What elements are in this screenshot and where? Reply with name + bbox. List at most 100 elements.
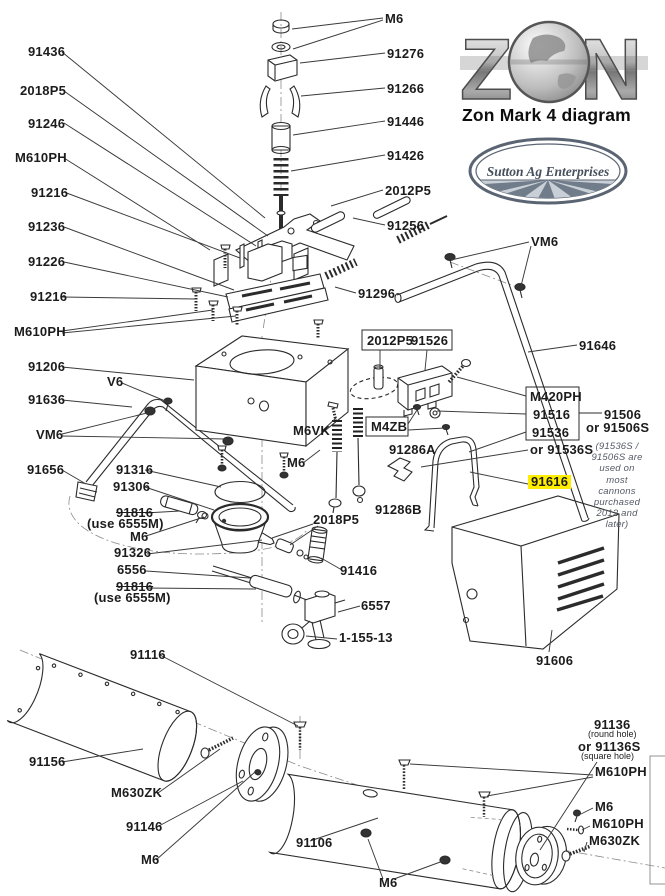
part-label-91266: 91266 [387, 81, 425, 96]
part-igniter-stack [259, 19, 301, 234]
part-label-m6: M6 [287, 455, 306, 470]
part-clip-91536s [386, 457, 413, 482]
part-label-m4zb: M4ZB [371, 419, 408, 434]
part-fasteners-bottom-right [561, 809, 592, 862]
part-label-m610ph: M610PH [592, 816, 644, 831]
zon-logo: Z N [459, 20, 648, 119]
part-label-m610ph: M610PH [595, 764, 647, 779]
part-right-hoop [394, 252, 590, 522]
part-label-or-91506s: or 91506S [586, 420, 650, 435]
part-label-or-91136s: or 91136S [578, 739, 641, 754]
part-screw-m6-barrel-2 [439, 855, 451, 865]
part-label-91536s-91506s-are-used-on-most-cannons-purchased-2012-and-later: (91536S / 91506S are used on most cannon… [591, 441, 643, 531]
part-label-91326: 91326 [114, 545, 152, 560]
part-label-square-hole: (square hole) [581, 751, 635, 761]
part-label-91226: 91226 [28, 254, 66, 269]
part-label-m6vk: M6VK [293, 423, 330, 438]
part-label-use-6555m: (use 6555M) [87, 516, 164, 531]
part-plates-and-screws [191, 239, 329, 338]
part-label-2012p5: 2012P5 [367, 333, 414, 348]
part-label-91316: 91316 [116, 462, 154, 477]
part-label-m610ph: M610PH [14, 324, 66, 339]
part-label-or-91536s: or 91536S [530, 442, 594, 457]
part-label-use-6555m: (use 6555M) [94, 590, 171, 605]
parts-line-art [6, 19, 665, 893]
label-boxes [361, 329, 602, 441]
sutton-ag-logo: Sutton Ag Enterprises [468, 137, 628, 205]
part-label-91306: 91306 [113, 479, 151, 494]
part-venturi-and-valve [211, 565, 346, 650]
part-label-91286a: 91286A [389, 442, 436, 457]
part-label-91136: 91136 [594, 717, 631, 732]
part-label-1-155-13: 1-155-13 [339, 630, 393, 645]
part-label-2012p5: 2012P5 [385, 183, 432, 198]
part-label-91216: 91216 [31, 185, 69, 200]
part-label-91536: 91536 [532, 425, 570, 440]
part-label-91416: 91416 [340, 563, 378, 578]
part-striker-springs [328, 408, 366, 514]
logo-letter-z: Z [460, 22, 513, 118]
part-label-vm6: VM6 [531, 234, 559, 249]
part-end-cap [515, 825, 567, 886]
part-label-vm6: VM6 [36, 427, 64, 442]
part-label-91156: 91156 [29, 754, 66, 769]
part-label-91236: 91236 [28, 219, 66, 234]
part-label-91206: 91206 [28, 359, 66, 374]
leader-lines [61, 17, 598, 880]
part-label-91606: 91606 [536, 653, 574, 668]
part-cup-assembly [160, 480, 328, 564]
part-label-91526: 91526 [411, 333, 449, 348]
part-label-2018p5: 2018P5 [20, 83, 67, 98]
part-label-m610ph: M610PH [15, 150, 67, 165]
part-resonator-tube [6, 653, 198, 782]
part-cover [451, 495, 620, 650]
part-label-91296: 91296 [358, 286, 396, 301]
part-label-91116: 91116 [130, 647, 166, 662]
part-label-91816: 91816 [116, 579, 154, 594]
part-label-91286b: 91286B [375, 502, 422, 517]
part-label-m420ph: M420PH [530, 389, 582, 404]
part-label-91636: 91636 [28, 392, 66, 407]
part-label-m630zk: M630ZK [111, 785, 163, 800]
part-label-91646: 91646 [579, 338, 617, 353]
part-main-body [194, 335, 350, 479]
part-bolt-m630zk-left [200, 736, 234, 759]
part-gas-valve-91416 [307, 526, 328, 564]
part-square-plate [649, 755, 665, 885]
part-label-91506: 91506 [604, 407, 642, 422]
part-label-91616: 91616 [528, 475, 572, 489]
part-label-2018p5: 2018P5 [313, 512, 360, 527]
part-label-m630zk: M630ZK [589, 833, 641, 848]
part-barrel [267, 773, 533, 893]
part-label-91656: 91656 [27, 462, 65, 477]
part-v-frame [75, 397, 296, 513]
part-screw-m6-barrel-1 [360, 828, 372, 838]
part-label-m6: M6 [379, 875, 398, 890]
part-label-6557: 6557 [361, 598, 391, 613]
part-label-round-hole: (round hole) [588, 729, 637, 739]
part-wire-guard [423, 436, 480, 532]
part-label-m6: M6 [130, 529, 149, 544]
part-label-91146: 91146 [126, 819, 163, 834]
part-flange [235, 726, 289, 802]
part-spark-valve-detail [349, 358, 472, 436]
brand-name: Sutton Ag Enterprises [487, 164, 610, 179]
part-label-91216: 91216 [30, 289, 68, 304]
diagram-title: Zon Mark 4 diagram [462, 105, 631, 125]
part-label-6556: 6556 [117, 562, 147, 577]
part-label-m6: M6 [141, 852, 160, 867]
part-label-91276: 91276 [387, 46, 425, 61]
part-label-m6: M6 [385, 11, 404, 26]
logo-letter-n: N [580, 22, 642, 118]
part-label-91816: 91816 [116, 505, 154, 520]
part-label-91426: 91426 [387, 148, 425, 163]
part-label-91436: 91436 [28, 44, 66, 59]
part-label-m6: M6 [595, 799, 614, 814]
part-label-91446: 91446 [387, 114, 425, 129]
part-label-v6: V6 [107, 374, 124, 389]
part-label-91516: 91516 [533, 407, 571, 422]
part-label-91106: 91106 [296, 835, 333, 850]
